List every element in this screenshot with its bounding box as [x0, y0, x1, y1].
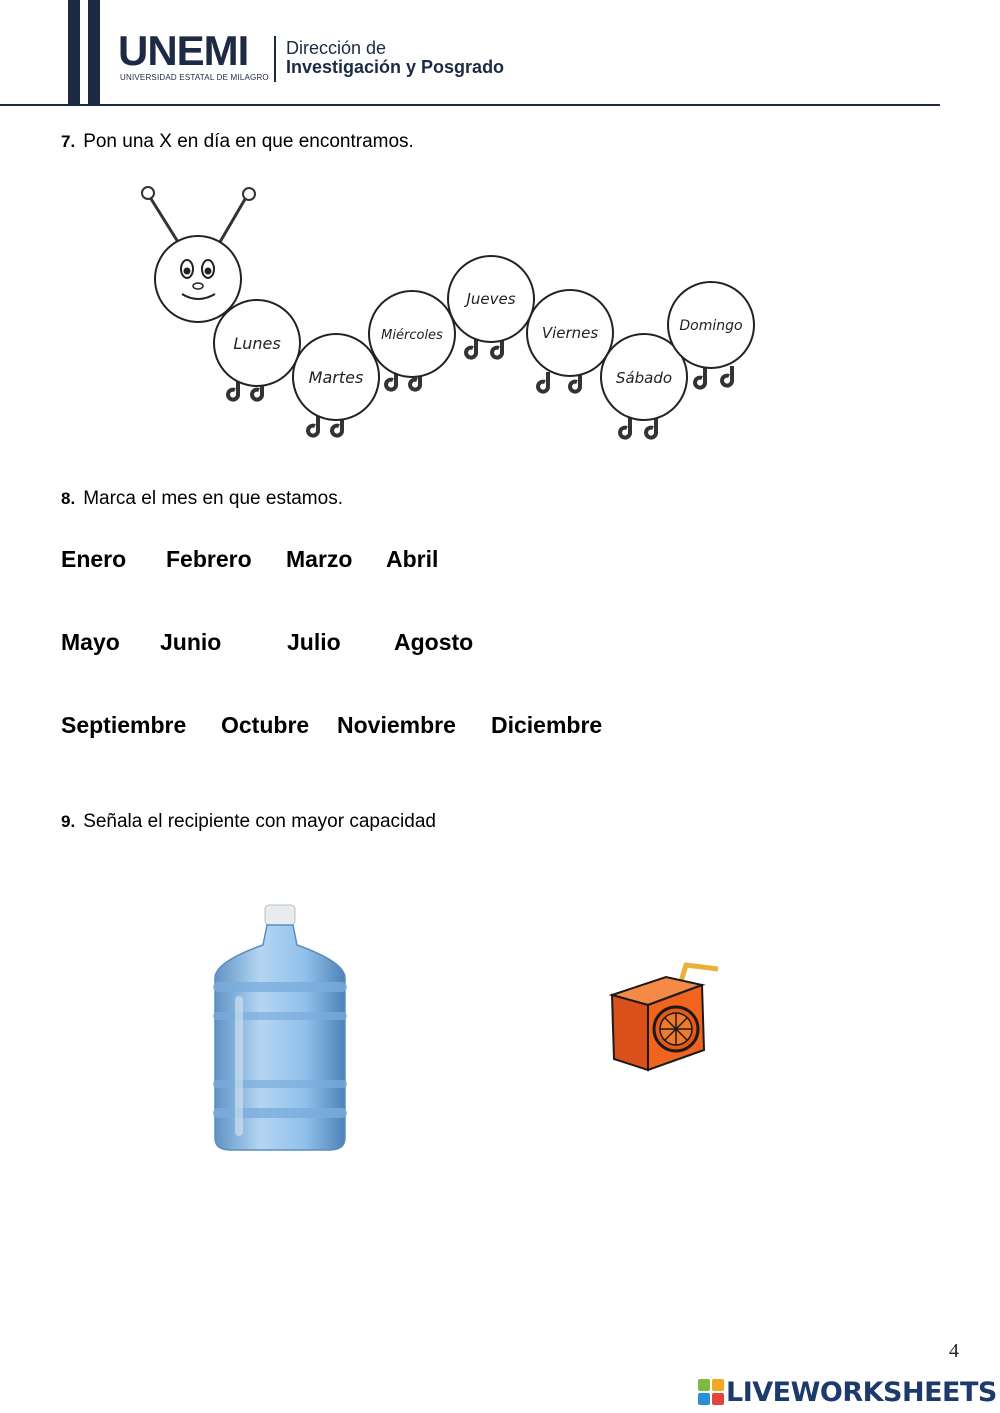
question-9-number: 9.	[61, 812, 76, 831]
month-marzo[interactable]: Marzo	[286, 546, 353, 572]
page-number: 4	[949, 1340, 959, 1362]
question-9-text: Señala el recipiente con mayor capacidad	[83, 811, 436, 832]
orange-slice-icon	[652, 1005, 700, 1053]
day-label-jueves: Jueves	[463, 290, 515, 308]
question-7-number: 7.	[61, 132, 76, 151]
day-segment-miercoles[interactable]: Miércoles	[368, 290, 456, 392]
caterpillar-head	[154, 235, 242, 323]
logo-subtitle: UNIVERSIDAD ESTATAL DE MILAGRO	[120, 73, 269, 82]
month-junio[interactable]: Junio	[160, 629, 222, 655]
juice-straw	[677, 962, 719, 986]
day-segment-martes[interactable]: Martes	[292, 333, 380, 438]
juice-box-side	[610, 993, 649, 1072]
question-8: 8. Marca el mes en que estamos.	[61, 488, 343, 510]
antenna-tip-right	[242, 187, 256, 201]
question-7-text: Pon una X en día en que encontramos.	[83, 131, 414, 152]
day-segment-domingo[interactable]: Domingo	[667, 281, 755, 390]
month-enero[interactable]: Enero	[61, 546, 127, 572]
antenna-right	[218, 193, 250, 243]
day-label-sabado: Sábado	[616, 369, 672, 387]
day-label-martes: Martes	[309, 368, 364, 387]
month-abril[interactable]: Abril	[386, 546, 439, 572]
header-rule	[0, 104, 940, 106]
day-segment-sabado[interactable]: Sábado	[600, 333, 688, 440]
day-segment-viernes[interactable]: Viernes	[526, 289, 614, 394]
antenna-tip-left	[141, 186, 155, 200]
unemi-logo: UNEMI	[118, 27, 249, 74]
month-mayo[interactable]: Mayo	[61, 629, 120, 655]
question-7: 7. Pon una X en día en que encontramos.	[61, 131, 414, 153]
day-segment-jueves[interactable]: Jueves	[447, 255, 535, 360]
month-noviembre[interactable]: Noviembre	[337, 712, 456, 738]
antenna-left	[146, 193, 180, 243]
day-segment-lunes[interactable]: Lunes	[213, 299, 301, 402]
day-label-domingo: Domingo	[679, 318, 742, 334]
header-bar-right	[88, 0, 100, 104]
day-label-miercoles: Miércoles	[381, 328, 443, 343]
header-bar-left	[68, 0, 80, 104]
jug-body	[214, 924, 346, 1151]
department-line-2: Investigación y Posgrado	[286, 57, 505, 77]
liveworksheets-icon	[698, 1379, 724, 1405]
day-label-lunes: Lunes	[233, 334, 280, 353]
jug-cap	[264, 904, 296, 926]
question-8-text: Marca el mes en que estamos.	[83, 488, 343, 509]
month-septiembre[interactable]: Septiembre	[61, 712, 187, 738]
day-label-viernes: Viernes	[542, 324, 599, 342]
liveworksheets-logo[interactable]: LIVEWORKSHEETS	[698, 1376, 997, 1408]
logo-divider	[274, 36, 276, 82]
caterpillar-days: Lunes Martes Miércoles Jueves Viernes Sá…	[141, 186, 755, 440]
question-9: 9. Señala el recipiente con mayor capacid…	[61, 811, 436, 833]
month-octubre[interactable]: Octubre	[221, 712, 310, 738]
month-diciembre[interactable]: Diciembre	[491, 712, 603, 738]
water-jug-image[interactable]	[205, 900, 355, 1155]
question-8-number: 8.	[61, 489, 76, 508]
department-line-1: Dirección de	[286, 38, 387, 58]
juice-box-image[interactable]	[606, 955, 726, 1077]
month-febrero[interactable]: Febrero	[166, 546, 252, 572]
month-julio[interactable]: Julio	[287, 629, 341, 655]
month-agosto[interactable]: Agosto	[394, 629, 474, 655]
liveworksheets-brand: LIVEWORKSHEETS	[726, 1376, 997, 1408]
